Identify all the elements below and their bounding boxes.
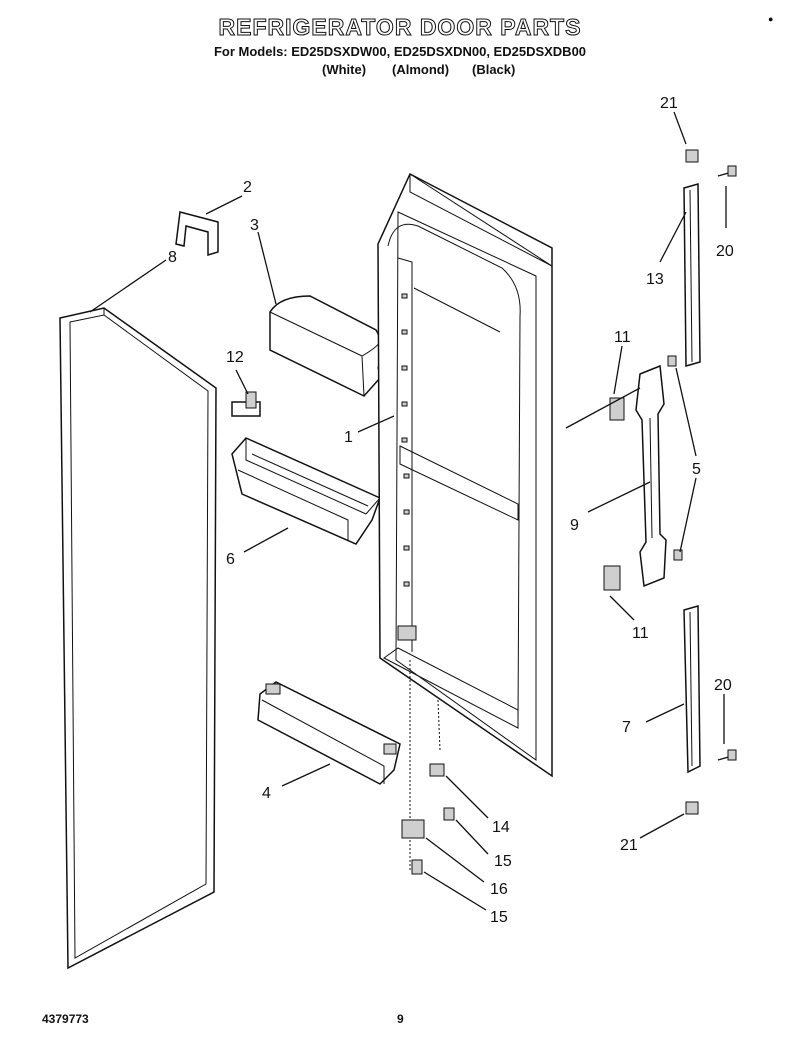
hinge-parts [401, 660, 455, 875]
color-white: (White) [322, 62, 367, 77]
callout-2: 2 [243, 179, 252, 196]
corner-mark: ● [768, 14, 774, 24]
callout-3: 3 [250, 217, 259, 234]
diagram-title: REFRIGERATOR DOOR PARTS [218, 14, 582, 41]
callout-15-lower: 15 [490, 909, 508, 926]
door-bin-part [231, 437, 381, 545]
models-line: For Models: ED25DSXDW00, ED25DSXDN00, ED… [213, 44, 587, 59]
door-gasket-part [59, 307, 217, 970]
color-almond: (Almond) [392, 62, 450, 77]
callout-5: 5 [692, 461, 701, 478]
callout-16: 16 [490, 881, 508, 898]
dairy-door-part [269, 295, 387, 397]
bottom-clip-part [685, 801, 699, 815]
callout-12: 12 [226, 349, 244, 366]
callout-15-upper: 15 [494, 853, 512, 870]
screw-top-part [717, 165, 737, 177]
top-trim-part [683, 183, 701, 367]
callout-21-top: 21 [660, 95, 678, 112]
callout-20-top: 20 [716, 243, 734, 260]
callout-11-top: 11 [614, 329, 631, 346]
document-number: 4379773 [42, 1012, 89, 1026]
callout-20-bottom: 20 [714, 677, 732, 694]
top-clip-part [685, 149, 699, 163]
color-black: (Black) [472, 62, 516, 77]
door-assembly-part [377, 172, 553, 778]
callout-8: 8 [168, 249, 177, 266]
clip-part [175, 211, 219, 257]
page-number: 9 [397, 1012, 404, 1026]
callout-6: 6 [226, 551, 235, 568]
handle-part [603, 364, 667, 591]
bracket-part [231, 391, 261, 417]
callout-11-bottom: 11 [632, 625, 649, 642]
callout-4: 4 [262, 785, 271, 802]
shelf-slot-holes [401, 293, 410, 587]
bottom-trim-part [683, 605, 701, 774]
lower-bin-part [257, 681, 401, 785]
callout-7: 7 [622, 719, 631, 736]
handle-screws [667, 355, 683, 561]
callout-1: 1 [344, 429, 353, 446]
callout-13: 13 [646, 271, 664, 288]
callout-14: 14 [492, 819, 510, 836]
screw-bottom-part [717, 749, 737, 761]
leader-lines [89, 111, 727, 911]
callout-21-bottom: 21 [620, 837, 638, 854]
callout-9: 9 [570, 517, 579, 534]
